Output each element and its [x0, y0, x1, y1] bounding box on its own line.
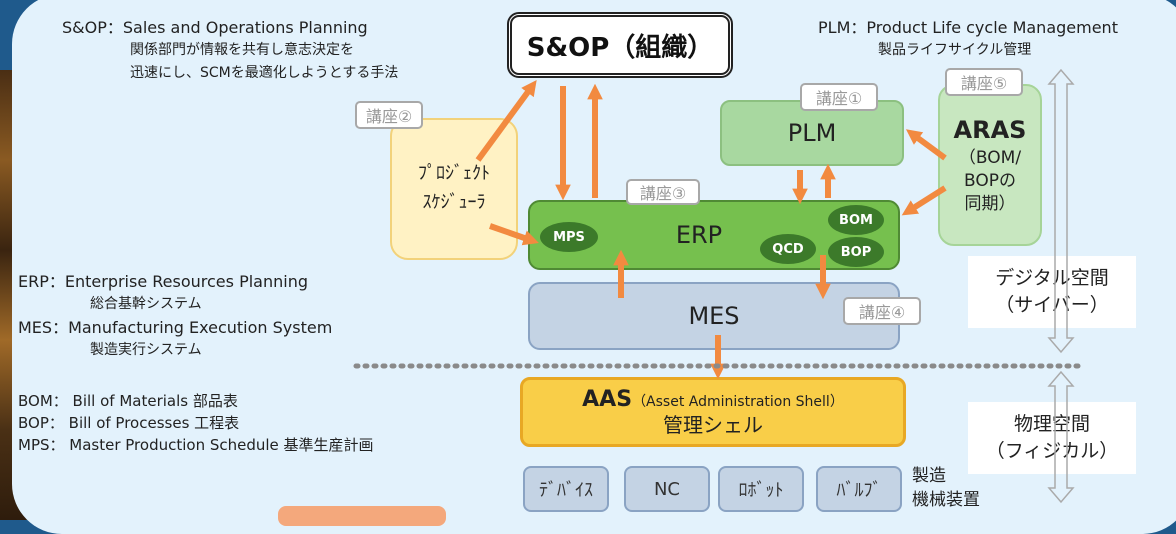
arrow-aras-to-bom	[901, 185, 947, 216]
aras-node: ARAS （BOM/ BOPの 同期）	[938, 84, 1042, 246]
arrow-scheduler-to-mps	[489, 223, 539, 246]
aras-line-2: BOPの	[964, 170, 1016, 191]
sop-term: S&OP：Sales and Operations Planning	[62, 18, 368, 37]
bom-term: BOM： Bill of Materials 部品表	[18, 392, 238, 410]
device-box-nc: NC	[624, 466, 710, 512]
bop-oval: BOP	[828, 237, 884, 267]
aas-title-row: AAS（Asset Administration Shell）	[582, 386, 844, 414]
erp-term: ERP：Enterprise Resources Planning	[18, 272, 308, 291]
device-box-device: ﾃﾞﾊﾞｲｽ	[523, 466, 609, 512]
sop-node: S&OP（組織）	[507, 12, 733, 78]
physical-space-label: 物理空間 （フィジカル）	[968, 402, 1136, 474]
erp-desc: 総合基幹システム	[90, 296, 202, 312]
scheduler-line-2: ｽｹｼﾞｭｰﾗ	[422, 192, 486, 213]
mes-term: MES：Manufacturing Execution System	[18, 318, 333, 337]
plm-desc: 製品ライフサイクル管理	[878, 42, 1032, 58]
aras-line-1: （BOM/	[958, 147, 1022, 168]
bom-oval: BOM	[828, 205, 884, 235]
aas-node: AAS（Asset Administration Shell） 管理シェル	[520, 377, 906, 447]
course-2-tag: 講座②	[355, 101, 423, 129]
devices-label-1: 製造	[912, 466, 946, 486]
plm-term: PLM：Product Life cycle Management	[818, 18, 1118, 37]
course-5-tag: 講座⑤	[945, 68, 1023, 96]
course-1-tag: 講座①	[800, 83, 878, 111]
space-arrows	[1047, 68, 1075, 504]
device-box-valve: ﾊﾞﾙﾌﾞ	[816, 466, 902, 512]
scheduler-line-1: ﾌﾟﾛｼﾞｪｸﾄ	[418, 163, 490, 185]
aas-title: AAS	[582, 386, 633, 412]
project-scheduler-node: ﾌﾟﾛｼﾞｪｸﾄ ｽｹｼﾞｭｰﾗ	[390, 118, 518, 260]
physical-line-2: （フィジカル）	[985, 440, 1119, 462]
physical-double-arrow	[1047, 370, 1075, 504]
mes-desc: 製造実行システム	[90, 342, 202, 358]
aras-line-3: 同期）	[964, 193, 1016, 214]
sop-desc-1: 関係部門が情報を共有し意志決定を	[130, 42, 354, 58]
mps-oval: MPS	[540, 222, 598, 252]
digital-line-2: （サイバー）	[995, 294, 1109, 316]
digital-line-1: デジタル空間	[995, 267, 1109, 290]
course-3-tag: 講座③	[626, 179, 700, 205]
mes-node: MES	[528, 282, 900, 350]
aas-sub: 管理シェル	[663, 413, 763, 438]
plm-node: PLM	[720, 100, 904, 166]
aras-title: ARAS	[953, 116, 1027, 145]
physical-line-1: 物理空間	[1013, 413, 1090, 436]
digital-space-label: デジタル空間 （サイバー）	[968, 256, 1136, 328]
device-box-robot: ﾛﾎﾞｯﾄ	[718, 466, 804, 512]
sop-desc-2: 迅速にし、SCMを最適化しようとする手法	[130, 65, 399, 81]
aas-full: （Asset Administration Shell）	[632, 393, 844, 410]
erp-label: ERP	[675, 221, 723, 249]
qcd-oval: QCD	[760, 234, 816, 264]
bop-term: BOP： Bill of Processes 工程表	[18, 414, 240, 432]
arrow-scheduler-to-sop	[475, 79, 537, 162]
connectors-layer	[353, 68, 1081, 504]
arrow-aras-to-plm	[905, 129, 947, 161]
digital-double-arrow	[1047, 68, 1075, 354]
devices-label-2: 機械装置	[912, 490, 980, 510]
course-4-tag: 講座④	[843, 297, 921, 325]
mps-term: MPS： Master Production Schedule 基準生産計画	[18, 436, 374, 454]
